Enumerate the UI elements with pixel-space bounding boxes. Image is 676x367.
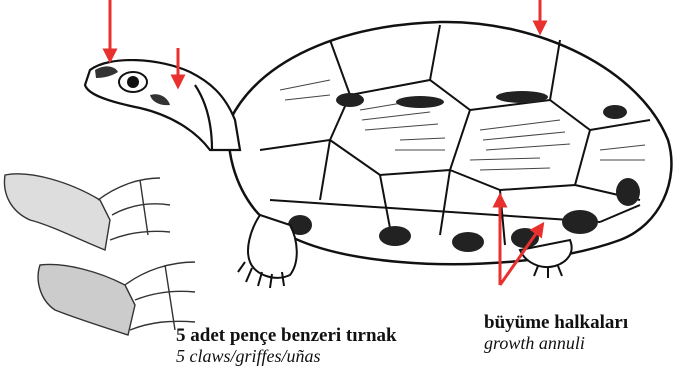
claws-caption: 5 adet pençe benzeri tırnak 5 claws/grif… bbox=[176, 326, 397, 367]
turtle-eye bbox=[119, 72, 147, 92]
head-sketch-top bbox=[4, 174, 170, 250]
growth-rings-caption: büyüme halkaları growth annuli bbox=[484, 313, 628, 354]
front-leg bbox=[238, 215, 297, 288]
claws-caption-en: 5 claws/griffes/uñas bbox=[176, 347, 397, 367]
head-sketch-bottom bbox=[38, 262, 195, 335]
claws-caption-tr: 5 adet pençe benzeri tırnak bbox=[176, 326, 397, 347]
growth-rings-caption-en: growth annuli bbox=[484, 334, 628, 354]
growth-rings-caption-tr: büyüme halkaları bbox=[484, 313, 628, 334]
